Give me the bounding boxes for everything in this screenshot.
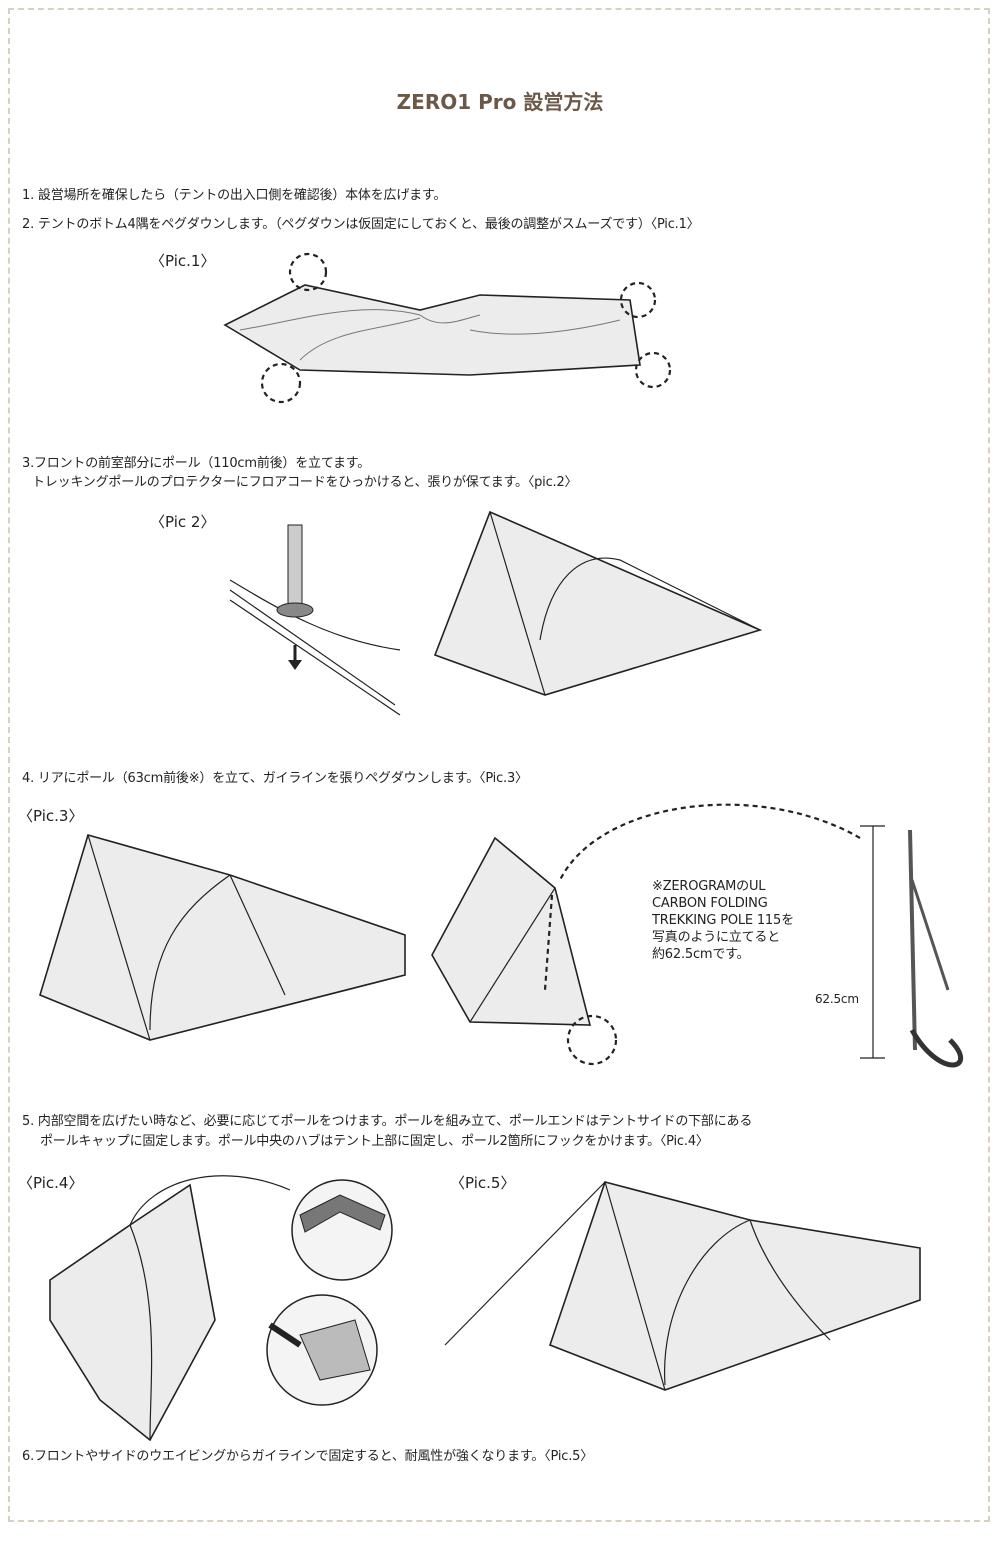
- step-2: 2. テントのボトム4隅をペグダウンします。（ペグダウンは仮固定にしておくと、最…: [22, 217, 700, 232]
- pic3-label: 〈Pic.3〉: [18, 807, 84, 825]
- step-5-line2: ポールキャップに固定します。ポール中央のハブはテント上部に固定し、ポール2箇所に…: [40, 1134, 709, 1149]
- pole-note-line: CARBON FOLDING: [652, 896, 768, 911]
- step-1: 1. 設営場所を確保したら（テントの出入口側を確認後）本体を広げます。: [22, 188, 447, 203]
- step-6: 6.フロントやサイドのウエイビングからガイラインで固定すると、耐風性が強くなりま…: [22, 1449, 594, 1464]
- pic2-label: 〈Pic 2〉: [150, 513, 216, 531]
- pic1-label: 〈Pic.1〉: [150, 252, 216, 270]
- step-4: 4. リアにポール（63cm前後※）を立て、ガイラインを張りペグダウンします。〈…: [22, 771, 528, 786]
- pic5-label: 〈Pic.5〉: [450, 1174, 516, 1192]
- step-5-line1: 5. 内部空間を広げたい時など、必要に応じてポールをつけます。ポールを組み立て、…: [22, 1114, 753, 1129]
- pole-height-measure: 62.5cm: [815, 992, 859, 1006]
- step-3-line1: 3.フロントの前室部分にポール（110cm前後）を立てます。: [22, 456, 371, 471]
- step-3-line2: トレッキングポールのプロテクターにフロアコードをひっかけると、張りが保てます。〈…: [32, 475, 578, 490]
- pole-note-line: TREKKING POLE 115を: [652, 913, 794, 928]
- page-title: ZERO1 Pro 設営方法: [396, 90, 604, 114]
- pole-note-line: ※ZEROGRAMのUL: [652, 879, 766, 894]
- pole-note-line: 写真のように立てると: [652, 930, 781, 945]
- pic4-label: 〈Pic.4〉: [18, 1174, 84, 1192]
- pole-note-line: 約62.5cmです。: [652, 947, 750, 962]
- dashed-border: [8, 8, 990, 1522]
- pole-note: ※ZEROGRAMのUL CARBON FOLDING TREKKING POL…: [652, 878, 852, 963]
